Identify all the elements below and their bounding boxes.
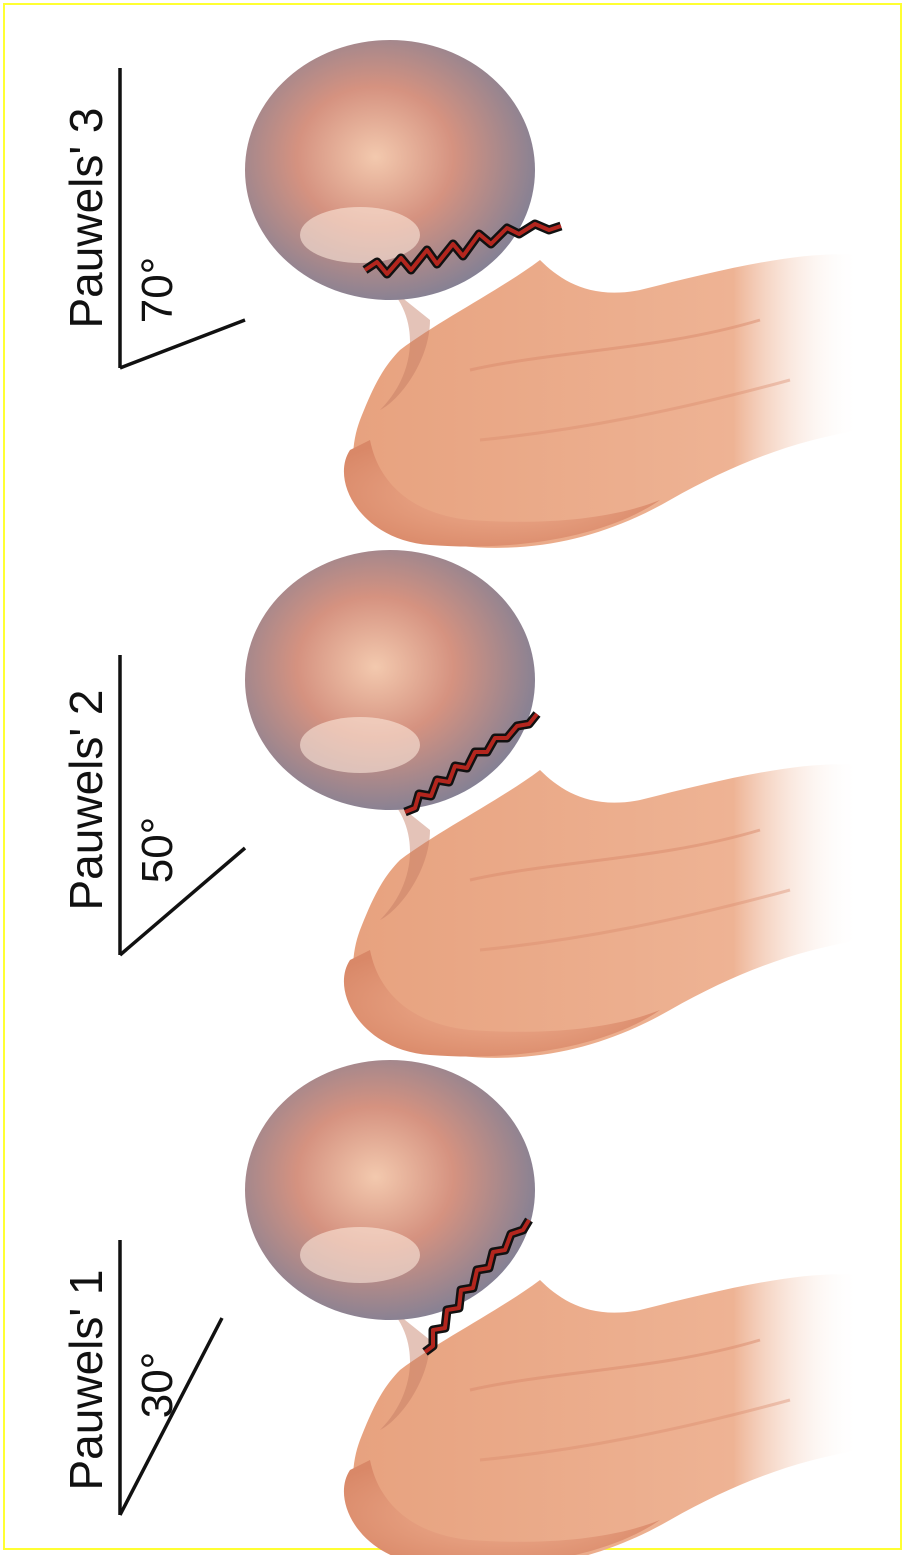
angle-label-3: 70° <box>133 257 182 324</box>
femur-illustration-2 <box>245 550 860 1058</box>
panel-title-3: Pauwels' 3 <box>60 107 112 328</box>
panel-pauwels-1: Pauwels' 1 30° <box>60 1060 860 1555</box>
femur-illustration-3 <box>245 40 860 548</box>
panel-pauwels-3: Pauwels' 3 70° <box>60 40 860 548</box>
panel-pauwels-2: Pauwels' 2 50° <box>60 550 860 1058</box>
angle-label-2: 50° <box>133 817 182 884</box>
angle-label-1: 30° <box>133 1352 182 1419</box>
angle-ray-3 <box>120 320 245 368</box>
panel-title-2: Pauwels' 2 <box>60 689 112 910</box>
panel-title-1: Pauwels' 1 <box>60 1269 112 1490</box>
femur-illustration-1 <box>245 1060 860 1555</box>
